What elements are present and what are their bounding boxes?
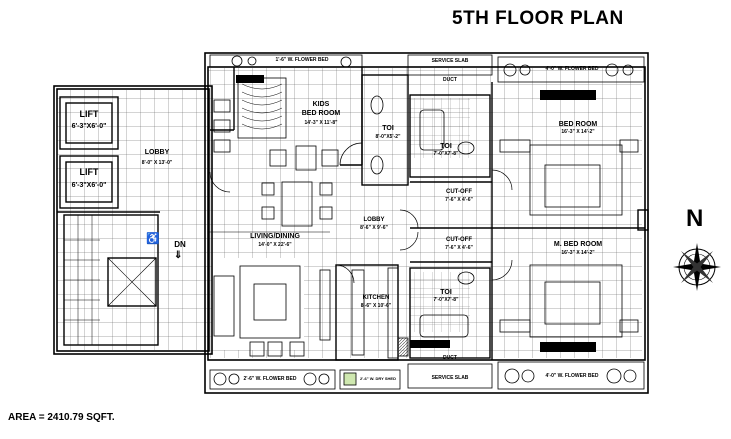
toi2-name: TOI bbox=[440, 143, 452, 150]
north-compass bbox=[673, 243, 721, 291]
cutoff2-size: 7'-6" X 4'-6" bbox=[445, 245, 473, 251]
plant-icons bbox=[213, 55, 637, 386]
lobby-main-name: LOBBY bbox=[144, 149, 170, 156]
page-title: 5TH FLOOR PLAN bbox=[452, 8, 624, 29]
flower-beds bbox=[209, 54, 645, 390]
flower-bed-top-left-label: 1'-6" W. FLOWER BED bbox=[275, 57, 329, 63]
lift2-size: 6'-3"X6'-0" bbox=[71, 182, 107, 189]
cutoff2-name: CUT-OFF bbox=[446, 237, 472, 243]
bed-room-size: 16'-3" X 14'-2" bbox=[561, 129, 595, 135]
stair-down-label: DN bbox=[174, 240, 186, 249]
lift2-name: LIFT bbox=[79, 167, 99, 177]
service-slab-bottom-label: SERVICE SLAB bbox=[431, 375, 469, 381]
stair-down-arrow-icon: ⇓ bbox=[174, 250, 183, 261]
floor-tiles bbox=[57, 68, 642, 358]
living-name: LIVING/DINING bbox=[250, 233, 300, 240]
duct-bottom-label: DUCT bbox=[443, 355, 457, 361]
bed-room-name: BED ROOM bbox=[558, 121, 598, 128]
flower-bed-bottom-left-label: 2'-6" W. FLOWER BED bbox=[243, 376, 297, 382]
lift1-size: 6'-3"X6'-0" bbox=[71, 123, 107, 130]
kitchen-name: KITCHEN bbox=[362, 295, 390, 301]
toi2-size: 7'-0"X7'-8" bbox=[433, 151, 459, 157]
area-label: AREA = 2410.79 SQFT. bbox=[8, 412, 115, 423]
kids-bed-name: KIDS bbox=[312, 101, 330, 108]
windows bbox=[236, 75, 596, 352]
toi3-name: TOI bbox=[440, 289, 452, 296]
kitchen-size: 8'-6" X 10'-6" bbox=[360, 303, 392, 309]
lobby-inner-name: LOBBY bbox=[363, 217, 385, 223]
dry-shed-label: 2'-6" W. DRY SHED bbox=[360, 376, 396, 381]
kids-bed-name2: BED ROOM bbox=[301, 110, 341, 117]
compass-north-label: N bbox=[686, 205, 704, 232]
toi1-name: TOI bbox=[382, 125, 394, 132]
duct-top-label: DUCT bbox=[443, 77, 457, 83]
lobby-inner-size: 8'-6" X 9'-6" bbox=[360, 225, 388, 231]
kids-bed-size: 14'-3" X 11'-8" bbox=[304, 120, 338, 126]
toi1-size: 8'-0"X5'-2" bbox=[375, 134, 401, 140]
furniture bbox=[213, 77, 639, 359]
interior-walls bbox=[57, 67, 649, 361]
m-bed-name: M. BED ROOM bbox=[553, 241, 603, 248]
cutoff1-name: CUT-OFF bbox=[446, 189, 472, 195]
service-slab-top-label: SERVICE SLAB bbox=[431, 58, 469, 64]
toi3-size: 7'-0"X7'-8" bbox=[433, 297, 459, 303]
m-bed-size: 16'-3" X 14'-2" bbox=[561, 250, 595, 256]
stair-person-icon: ♿ bbox=[146, 233, 160, 245]
living-size: 14'-0" X 22'-6" bbox=[258, 242, 292, 248]
flower-bed-bottom-right-label: 4'-0" W. FLOWER BED bbox=[545, 373, 599, 379]
door-swings bbox=[209, 142, 513, 284]
cutoff1-size: 7'-6" X 4'-6" bbox=[445, 197, 473, 203]
lift1-name: LIFT bbox=[79, 109, 99, 119]
lobby-main-size: 8'-0" X 13'-0" bbox=[141, 160, 173, 166]
flower-bed-top-right-label: 4'-0" W. FLOWER BED bbox=[545, 66, 599, 72]
